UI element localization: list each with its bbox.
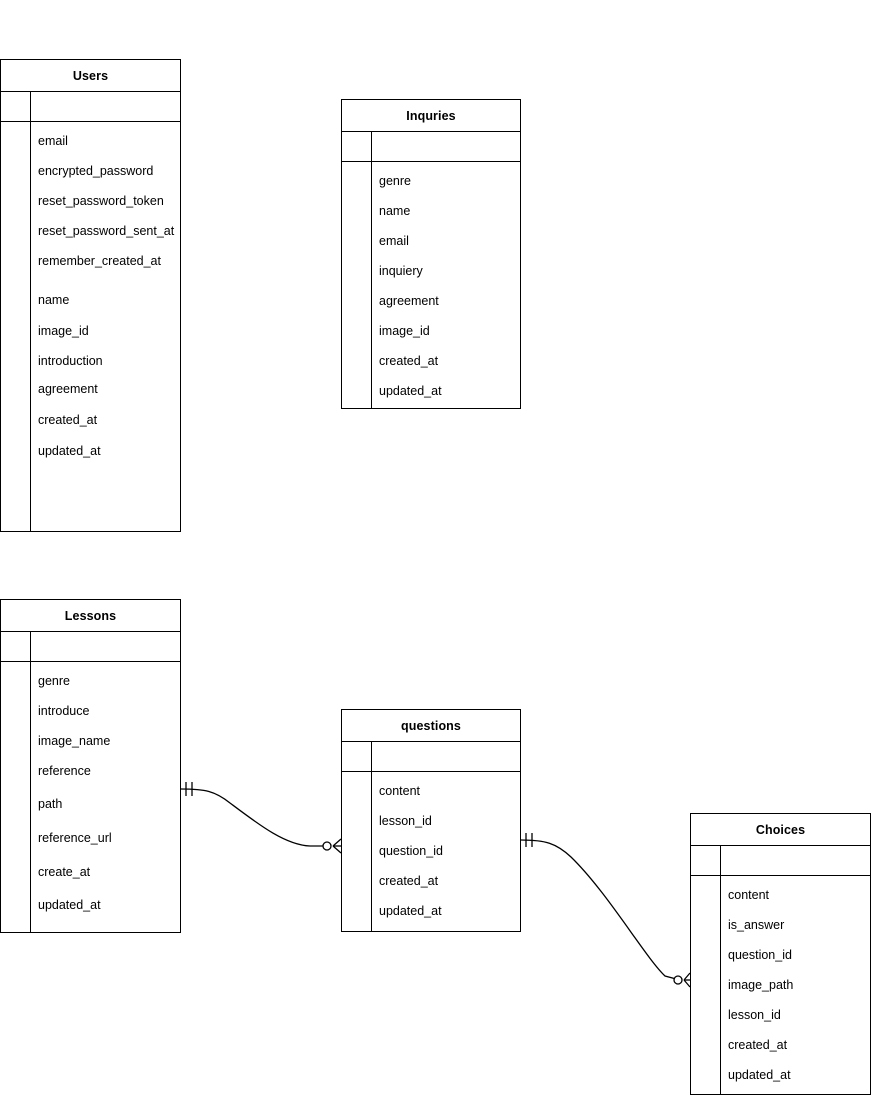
entity-title-lessons: Lessons — [1, 600, 180, 632]
attribute-reset_password_sent_at[interactable]: reset_password_sent_at — [38, 224, 175, 238]
key-column-cell — [342, 132, 372, 161]
attribute-image_id[interactable]: image_id — [38, 324, 89, 338]
key-column-cell — [691, 846, 721, 875]
attribute-reset_password_token[interactable]: reset_password_token — [38, 194, 164, 208]
entity-subheader-row-questions — [342, 742, 520, 772]
entity-table-lessons[interactable]: Lessons genre introduce image_name reference… — [0, 599, 181, 933]
attribute-inquiery[interactable]: inquiery — [379, 264, 423, 278]
attribute-agreement[interactable]: agreement — [379, 294, 439, 308]
attribute-is_answer[interactable]: is_answer — [728, 918, 785, 932]
entity-title-choices: Choices — [691, 814, 870, 846]
attribute-lesson_id[interactable]: lesson_id — [379, 814, 432, 828]
entity-body-lessons: genre introduce image_name reference path ref… — [1, 662, 180, 932]
relationship-questions-choices[interactable] — [520, 833, 691, 988]
attribute-remember_created_at[interactable]: remember_created_at — [38, 254, 161, 268]
attribute-created_at[interactable]: created_at — [379, 874, 439, 888]
attribute-name[interactable]: name — [38, 293, 70, 307]
entity-title-questions: questions — [342, 710, 520, 742]
attribute-name[interactable]: name — [379, 204, 411, 218]
attribute-updated_at[interactable]: updated_at — [728, 1068, 791, 1082]
attribute-column-cell — [31, 632, 180, 661]
attribute-created_at[interactable]: created_at — [379, 354, 439, 368]
attribute-updated_at[interactable]: updated_at — [38, 444, 101, 458]
entity-title-inquries: Inquries — [342, 100, 520, 132]
key-column — [1, 662, 31, 932]
attribute-content[interactable]: content — [379, 784, 421, 798]
entity-subheader-row-users — [1, 92, 180, 122]
attribute-question_id[interactable]: question_id — [728, 948, 792, 962]
attribute-agreement[interactable]: agreement — [38, 382, 98, 396]
entity-table-users[interactable]: Users email encrypted_password reset_passwo… — [0, 59, 181, 532]
attribute-updated_at[interactable]: updated_at — [38, 898, 101, 912]
entity-table-choices[interactable]: Choices content is_answer question_id image_… — [690, 813, 871, 1095]
attribute-image_id[interactable]: image_id — [379, 324, 430, 338]
entity-body-users: email encrypted_password reset_password_to… — [1, 122, 180, 531]
attribute-introduction[interactable]: introduction — [38, 354, 103, 368]
entity-subheader-row-choices — [691, 846, 870, 876]
key-column — [342, 772, 372, 931]
key-column — [691, 876, 721, 1094]
key-column-cell — [1, 92, 31, 121]
attribute-reference[interactable]: reference — [38, 764, 91, 778]
entity-subheader-row-lessons — [1, 632, 180, 662]
entity-table-inquries[interactable]: Inquries genre name email inquiery agreement i… — [341, 99, 521, 409]
crows-foot-prong-1 — [332, 838, 342, 847]
attribute-created_at[interactable]: created_at — [38, 413, 98, 427]
attribute-column: email encrypted_password reset_password_to… — [31, 122, 180, 531]
entity-subheader-row-inquries — [342, 132, 520, 162]
attribute-image_path[interactable]: image_path — [728, 978, 794, 992]
attribute-created_at[interactable]: created_at — [728, 1038, 788, 1052]
attribute-column-cell — [721, 846, 870, 875]
entity-title-users: Users — [1, 60, 180, 92]
attribute-column-cell — [372, 742, 520, 771]
attribute-create_at[interactable]: create_at — [38, 865, 91, 879]
attribute-path[interactable]: path — [38, 797, 63, 811]
attribute-genre[interactable]: genre — [379, 174, 411, 188]
attribute-updated_at[interactable]: updated_at — [379, 904, 442, 918]
attribute-genre[interactable]: genre — [38, 674, 70, 688]
attribute-content[interactable]: content — [728, 888, 770, 902]
attribute-updated_at[interactable]: updated_at — [379, 384, 442, 398]
attribute-column-cell — [372, 132, 520, 161]
attribute-question_id[interactable]: question_id — [379, 844, 443, 858]
attribute-lesson_id[interactable]: lesson_id — [728, 1008, 781, 1022]
key-column-cell — [1, 632, 31, 661]
relationship-line — [180, 788, 331, 847]
attribute-email[interactable]: email — [38, 134, 68, 148]
attribute-image_name[interactable]: image_name — [38, 734, 111, 748]
cardinality-zero-circle — [673, 975, 683, 985]
relationship-line — [520, 839, 681, 981]
attribute-reference_url[interactable]: reference_url — [38, 831, 112, 845]
cardinality-zero-circle — [322, 841, 332, 851]
key-column — [1, 122, 31, 531]
relationship-lessons-questions[interactable] — [180, 782, 342, 854]
crows-foot-prong-3 — [332, 845, 342, 854]
attribute-encrypted_password[interactable]: encrypted_password — [38, 164, 154, 178]
attribute-column: genre introduce image_name reference path ref… — [31, 662, 180, 932]
attribute-introduce[interactable]: introduce — [38, 704, 90, 718]
attribute-email[interactable]: email — [379, 234, 409, 248]
key-column-cell — [342, 742, 372, 771]
attribute-column-cell — [31, 92, 180, 121]
key-column — [342, 162, 372, 408]
